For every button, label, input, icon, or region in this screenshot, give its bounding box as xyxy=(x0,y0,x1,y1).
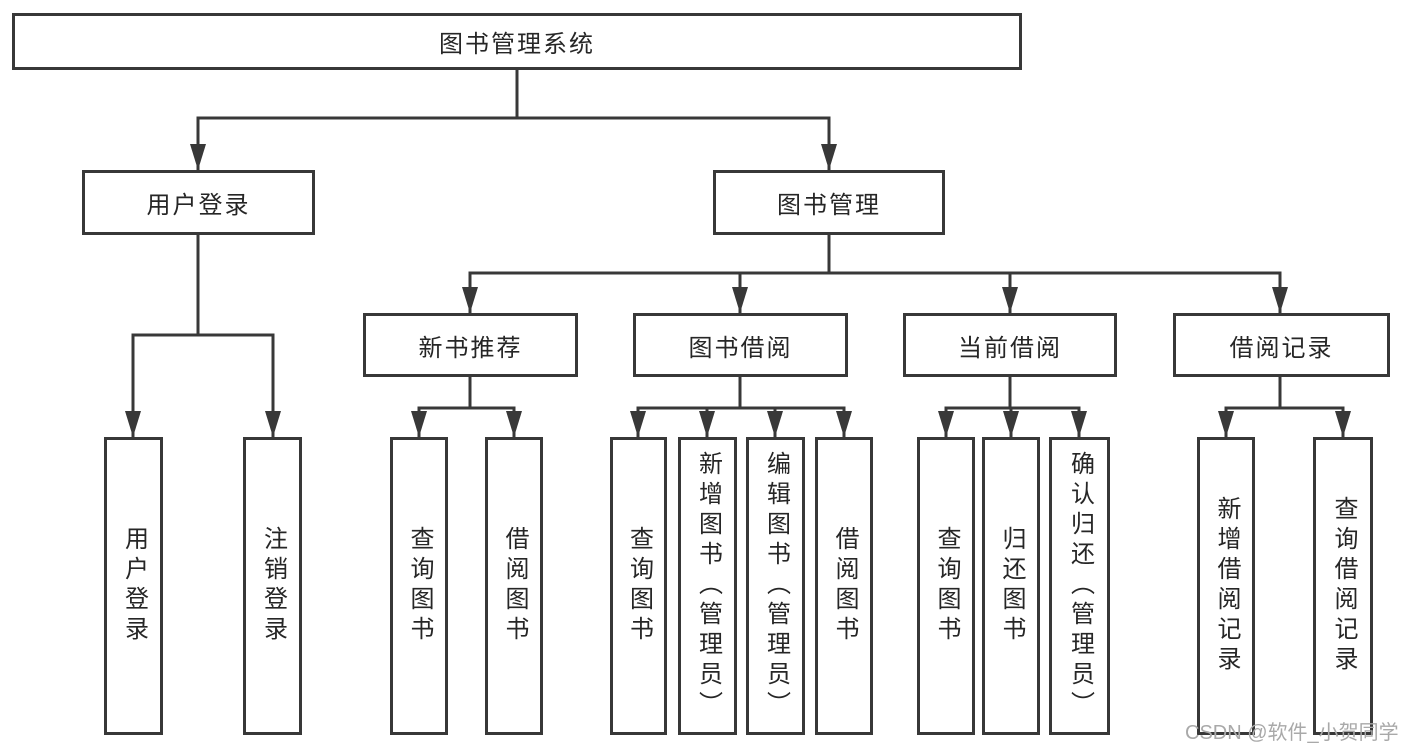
node-new-book-recommendation: 新书推荐 xyxy=(363,313,578,377)
node-label: 查询图书 xyxy=(933,526,960,646)
node-label: 借阅图书 xyxy=(501,526,528,646)
leaf-add-books-admin: 新增图书（管理员） xyxy=(678,437,737,735)
leaf-add-borrow-record: 新增借阅记录 xyxy=(1197,437,1255,735)
node-label: 新增借阅记录 xyxy=(1213,496,1240,676)
connector-root-to-level2 xyxy=(196,70,831,170)
node-label: 确认归还（管理员） xyxy=(1066,451,1094,721)
leaf-logout: 注销登录 xyxy=(243,437,302,735)
node-user-login: 用户登录 xyxy=(82,170,315,235)
leaf-newbook-borrow-books: 借阅图书 xyxy=(485,437,543,735)
node-label: 借阅记录 xyxy=(1229,334,1334,362)
node-borrowing-records: 借阅记录 xyxy=(1173,313,1390,377)
leaf-borrow-books: 借阅图书 xyxy=(815,437,873,735)
arrowheads xyxy=(125,144,1351,437)
leaf-current-query-books: 查询图书 xyxy=(917,437,975,735)
node-label: 新增图书（管理员） xyxy=(694,451,722,721)
node-label: 查询图书 xyxy=(625,526,653,646)
node-label: 编辑图书（管理员） xyxy=(762,451,790,721)
node-label: 图书借阅 xyxy=(688,334,793,362)
connector-userlogin-to-leaves xyxy=(131,235,275,437)
connector-newbook-to-leaves xyxy=(417,377,516,437)
node-book-management: 图书管理 xyxy=(713,170,945,235)
leaf-newbook-query-books: 查询图书 xyxy=(390,437,448,735)
node-library-management-system: 图书管理系统 xyxy=(12,13,1022,70)
leaf-confirm-return-admin: 确认归还（管理员） xyxy=(1049,437,1110,735)
connector-bookmanage-to-level3 xyxy=(468,235,1282,313)
node-label: 借阅图书 xyxy=(831,526,858,646)
node-label: 图书管理系统 xyxy=(439,31,595,58)
node-label: 用户登录 xyxy=(120,526,148,646)
leaf-return-books: 归还图书 xyxy=(982,437,1040,735)
leaf-borrow-query-books: 查询图书 xyxy=(610,437,667,735)
node-label: 查询图书 xyxy=(406,526,433,646)
leaf-query-borrow-record: 查询借阅记录 xyxy=(1313,437,1373,735)
node-label: 图书管理 xyxy=(777,192,881,219)
node-label: 注销登录 xyxy=(259,526,287,646)
node-label: 新书推荐 xyxy=(418,334,523,362)
node-label: 查询借阅记录 xyxy=(1330,496,1357,676)
node-label: 当前借阅 xyxy=(958,334,1062,362)
node-label: 用户登录 xyxy=(146,192,251,219)
csdn-watermark: CSDN @软件_小贺同学 xyxy=(1185,722,1399,744)
node-label: 归还图书 xyxy=(998,526,1025,646)
leaf-user-login: 用户登录 xyxy=(104,437,163,735)
node-book-borrowing: 图书借阅 xyxy=(633,313,848,377)
node-current-borrowing: 当前借阅 xyxy=(903,313,1117,377)
connector-borrow-to-leaves xyxy=(636,377,846,437)
connector-records-to-leaves xyxy=(1224,377,1345,437)
leaf-edit-books-admin: 编辑图书（管理员） xyxy=(746,437,805,735)
